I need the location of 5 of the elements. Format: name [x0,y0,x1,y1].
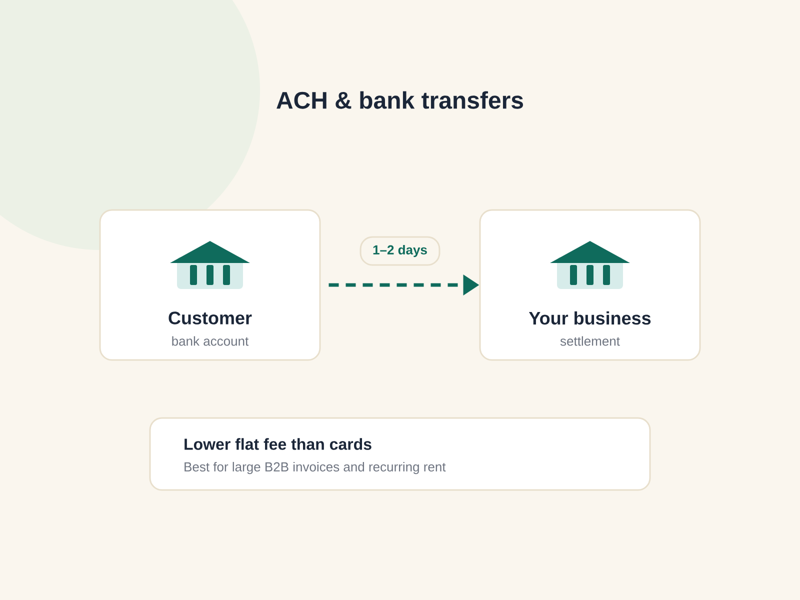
account-card: Customer bank account [99,209,321,361]
account-card: Your business settlement [479,209,701,361]
edge-label: 1–2 days [360,236,440,266]
title: ACH & bank transfers [276,91,523,109]
note-card: Lower flat fee than cards Best for large B2B invoices and recurring rent [149,417,651,491]
